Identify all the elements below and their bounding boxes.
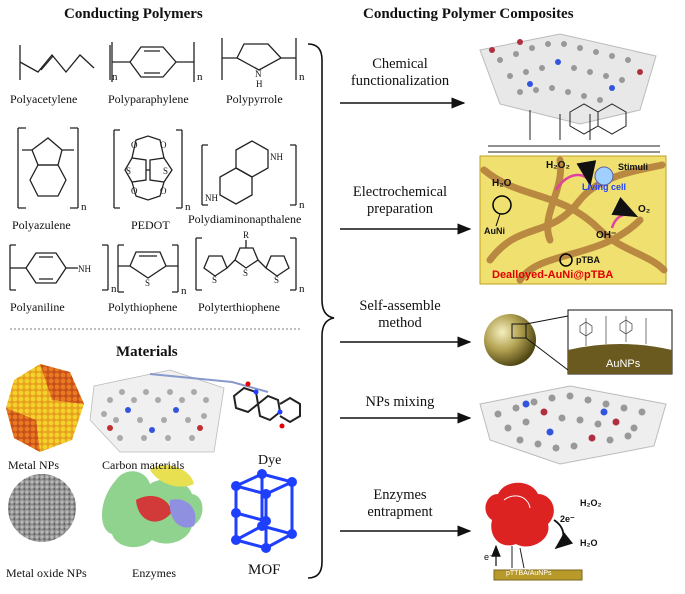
enzymes-image bbox=[101, 465, 203, 548]
material-name: Dye bbox=[258, 453, 282, 468]
nps-mixing-image bbox=[479, 385, 667, 465]
method-chemical-functionalization: Chemical functionalization bbox=[338, 56, 462, 90]
electrochemical-preparation-image bbox=[479, 155, 668, 285]
atom-nh: NH bbox=[270, 152, 283, 162]
polyazulene-structure bbox=[17, 127, 79, 209]
polymer-name: Polyacetylene bbox=[10, 92, 78, 106]
material-name: Metal oxide NPs bbox=[6, 566, 87, 580]
label-h2o: H₂O bbox=[492, 178, 512, 189]
polymer-name: Polypyrrole bbox=[226, 92, 283, 106]
label-ptba: pTBA bbox=[576, 255, 600, 265]
metal-nps-image bbox=[6, 364, 84, 452]
atom-s: S bbox=[145, 278, 150, 288]
atom-nh: NH bbox=[205, 193, 218, 203]
metal-oxide-nps-image bbox=[8, 474, 76, 542]
method-nps-mixing: NPs mixing bbox=[338, 394, 462, 411]
atom-o: O bbox=[160, 186, 167, 196]
method-electrochemical-preparation: Electrochemical preparation bbox=[338, 184, 462, 218]
atom-s: S bbox=[126, 166, 131, 176]
method-line: NPs mixing bbox=[365, 394, 435, 410]
subscript-n: n bbox=[197, 71, 203, 83]
subscript-n: n bbox=[81, 201, 87, 213]
composites-heading: Conducting Polymer Composites bbox=[363, 6, 574, 22]
method-line: method bbox=[378, 315, 422, 331]
chemical-functionalization-image bbox=[479, 33, 660, 153]
polymer-name: Polyazulene bbox=[12, 218, 71, 232]
enzymes-entrapment-image bbox=[485, 482, 583, 581]
carbon-materials-image bbox=[89, 369, 269, 453]
materials-heading: Materials bbox=[116, 344, 178, 360]
label-dealloyed: Dealloyed-AuNi@pTBA bbox=[492, 269, 614, 281]
pedot-structure bbox=[113, 129, 183, 209]
polythiophene-structure bbox=[117, 244, 179, 293]
label-oh: OH⁻ bbox=[596, 230, 617, 241]
subscript-n: n bbox=[111, 283, 117, 295]
method-line: Chemical bbox=[372, 56, 428, 72]
method-line: Self-assemble bbox=[359, 298, 441, 314]
atom-n: N bbox=[255, 69, 262, 79]
label-auni: AuNi bbox=[484, 226, 505, 236]
atom-r: R bbox=[243, 230, 249, 240]
atom-o: O bbox=[160, 140, 167, 150]
polyacetylene-structure bbox=[19, 45, 111, 80]
material-name: Enzymes bbox=[132, 566, 176, 580]
label-h2o: H₂O bbox=[580, 538, 598, 548]
label-2e: 2e⁻ bbox=[560, 514, 575, 524]
polypyrrole-structure bbox=[221, 38, 297, 80]
label-living-cell: Living cell bbox=[582, 182, 627, 192]
label-h2o2: H₂O₂ bbox=[580, 498, 602, 508]
subscript-n: n bbox=[185, 201, 191, 213]
method-line: Enzymes bbox=[373, 487, 427, 503]
polyaniline-structure bbox=[9, 244, 109, 291]
atom-s: S bbox=[274, 275, 279, 285]
atom-s: S bbox=[212, 275, 217, 285]
subscript-n: n bbox=[112, 71, 118, 83]
subscript-n: n bbox=[299, 283, 305, 295]
conducting-polymers-heading: Conducting Polymers bbox=[64, 6, 203, 22]
method-line: functionalization bbox=[350, 73, 450, 89]
method-line: Electrochemical bbox=[352, 184, 448, 200]
method-self-assemble: Self-assemble method bbox=[338, 298, 462, 332]
atom-labels: N H NH NH NH S S S O O O O S S S R bbox=[78, 69, 283, 288]
material-name: Metal NPs bbox=[8, 458, 59, 472]
method-enzymes-entrapment: Enzymes entrapment bbox=[338, 487, 462, 521]
label-aunps: AuNPs bbox=[606, 358, 641, 370]
dye-structure bbox=[232, 381, 301, 429]
polyterthiophene-structure bbox=[195, 237, 297, 291]
polydiaminonaphthalene-structure bbox=[201, 140, 297, 206]
method-line: preparation bbox=[366, 201, 434, 217]
atom-s: S bbox=[163, 166, 168, 176]
atom-s: S bbox=[243, 268, 248, 278]
label-h2o2: H₂O₂ bbox=[546, 160, 570, 171]
grouping-brace bbox=[307, 43, 335, 579]
label-base: pTTBA/AuNPs bbox=[506, 570, 552, 577]
atom-o: O bbox=[131, 140, 138, 150]
material-name: Carbon materials bbox=[102, 458, 185, 472]
mof-structure bbox=[231, 469, 297, 553]
polymer-name: PEDOT bbox=[131, 218, 170, 232]
polymer-name: Polyterthiophene bbox=[198, 300, 280, 314]
polymer-name: Polydiaminonapthalene bbox=[188, 212, 302, 226]
subscript-n: n bbox=[181, 285, 187, 297]
polymer-name: Polythiophene bbox=[108, 300, 178, 314]
label-stimuli: Stimuli bbox=[618, 162, 649, 172]
polymer-name: Polyparaphylene bbox=[108, 92, 189, 106]
label-e: e⁻ bbox=[484, 552, 494, 562]
atom-o: O bbox=[131, 186, 138, 196]
polymer-name: Polyaniline bbox=[10, 300, 65, 314]
method-line: entrapment bbox=[367, 504, 433, 520]
subscripts: n n n n n n n n n bbox=[81, 71, 305, 297]
label-o2: O₂ bbox=[638, 204, 651, 215]
atom-h: H bbox=[256, 79, 263, 89]
subscript-n: n bbox=[299, 71, 305, 83]
subscript-n: n bbox=[299, 199, 305, 211]
self-assemble-image bbox=[484, 309, 673, 375]
atom-nh: NH bbox=[78, 264, 91, 274]
polyparaphenylene-structure bbox=[111, 42, 195, 82]
material-name: MOF bbox=[248, 562, 281, 578]
